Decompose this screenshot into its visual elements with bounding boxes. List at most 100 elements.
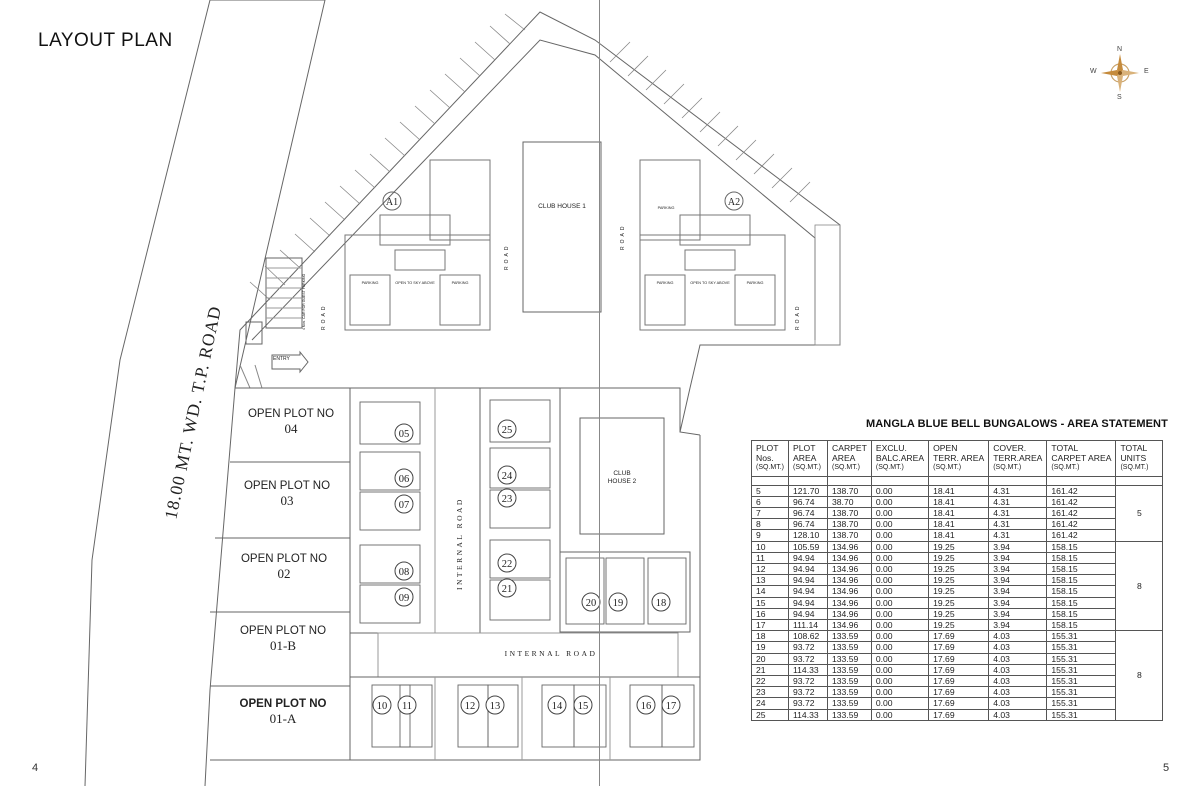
site-boundary	[234, 11, 841, 436]
column-header-text: UNITS	[1120, 453, 1147, 464]
club-house-2-label-b: HOUSE 2	[608, 478, 637, 485]
plot-number: 22	[502, 559, 513, 570]
table-cell: 12	[751, 563, 789, 576]
table-cell: 0.00	[870, 641, 930, 654]
plot-number: 08	[399, 567, 410, 578]
column-header-text: BALC.AREA	[875, 453, 925, 464]
table-cell: 158.15	[1046, 596, 1117, 609]
plot-number: 21	[502, 584, 513, 595]
table-cell: 18.41	[928, 495, 990, 509]
total-units-cell: 8	[1115, 630, 1164, 721]
table-cell: 19.25	[928, 540, 990, 553]
table-cell: 3.94	[988, 585, 1048, 598]
area-statement-title: MANGLA BLUE BELL BUNGALOWS - AREA STATEM…	[866, 418, 1168, 430]
open-plot-03: OPEN PLOT NO 03	[228, 480, 346, 509]
open-plot-04: OPEN PLOT NO 04	[234, 408, 348, 437]
open-plot-number: 02	[277, 566, 291, 581]
table-cell: 138.70	[827, 507, 872, 520]
table-cell: 3.94	[988, 607, 1048, 621]
plot-number: 09	[399, 593, 410, 604]
table-cell: 133.59	[827, 686, 872, 699]
road-edge-east	[204, 0, 326, 786]
plot-number: 06	[399, 474, 410, 485]
table-cell: 14	[751, 585, 789, 598]
table-cell: 17	[751, 619, 789, 632]
column-header-text: (SQ.MT.)	[793, 464, 821, 472]
table-cell: 93.72	[788, 641, 828, 654]
table-cell: 0.00	[870, 630, 930, 643]
open-plot-02: OPEN PLOT NO 02	[222, 553, 346, 582]
table-cell: 3.94	[988, 563, 1048, 576]
table-cell: 133.59	[827, 630, 872, 643]
plot-number: 16	[641, 701, 652, 712]
table-cell: 155.31	[1046, 663, 1117, 677]
column-header-text: CARPET AREA	[1051, 453, 1112, 464]
column-header-text: (SQ.MT.)	[1051, 464, 1080, 472]
column-header-text: TOTAL	[1120, 443, 1148, 453]
table-cell: 18.41	[928, 507, 990, 520]
table-cell: 155.31	[1046, 630, 1117, 643]
a1-parking-left: PARKING	[362, 281, 379, 285]
table-cell: 0.00	[870, 518, 930, 531]
road-label-3: ROAD	[321, 304, 327, 330]
table-cell: 138.70	[827, 529, 872, 542]
plot-number: 15	[578, 701, 589, 712]
table-cell: 18	[751, 630, 789, 643]
mid-bungalow-block	[479, 387, 561, 634]
compass-w: W	[1090, 68, 1097, 75]
page-number-right: 5	[1163, 762, 1170, 774]
column-header: EXCLU.BALC.AREA(SQ.MT.)	[870, 440, 930, 477]
table-cell: 15	[751, 596, 789, 609]
table-cell: 11	[751, 551, 789, 565]
table-cell: 158.15	[1046, 551, 1117, 565]
table-cell: 0.00	[870, 652, 930, 665]
table-cell: 134.96	[827, 551, 872, 565]
table-cell: 10	[751, 540, 789, 553]
table-cell: 17.69	[928, 675, 990, 688]
table-cell: 161.42	[1046, 495, 1117, 509]
table-cell: 161.42	[1046, 518, 1117, 531]
table-cell: 19.25	[928, 607, 990, 621]
table-cell: 96.74	[788, 518, 828, 531]
table-cell: 114.33	[788, 663, 828, 677]
column-header-text: TERR.AREA	[993, 453, 1043, 464]
table-cell: 4.31	[988, 529, 1048, 542]
table-cell: 4.31	[988, 507, 1048, 520]
table-cell: 38.70	[827, 495, 872, 509]
table-cell: 4.03	[988, 708, 1048, 721]
table-cell: 3.94	[988, 596, 1048, 609]
table-cell: 19.25	[928, 551, 990, 565]
club-house-1-outline	[522, 141, 602, 313]
table-cell: 0.00	[870, 551, 930, 565]
table-cell: 133.59	[827, 652, 872, 665]
table-cell: 0.00	[870, 663, 930, 677]
column-header-text: EXCLU.	[875, 443, 907, 453]
open-plot-label: OPEN PLOT NO	[243, 480, 331, 492]
table-cell: 134.96	[827, 574, 872, 587]
table-cell: 17.69	[928, 686, 990, 699]
column-header-text: AREA	[832, 453, 856, 464]
tower-a1-marker	[382, 191, 402, 211]
compass-icon	[1101, 54, 1139, 92]
table-cell: 114.33	[788, 708, 828, 721]
road-edge-west	[84, 0, 211, 786]
table-cell: 161.42	[1046, 529, 1117, 542]
column-header-text: AREA	[793, 453, 817, 464]
internal-road-vertical-label: INTERNAL ROAD	[455, 497, 464, 590]
table-cell	[1046, 476, 1117, 486]
table-cell: 22	[751, 675, 789, 688]
table-cell: 155.31	[1046, 641, 1117, 654]
table-cell: 134.96	[827, 619, 872, 632]
table-cell: 4.03	[988, 675, 1048, 688]
